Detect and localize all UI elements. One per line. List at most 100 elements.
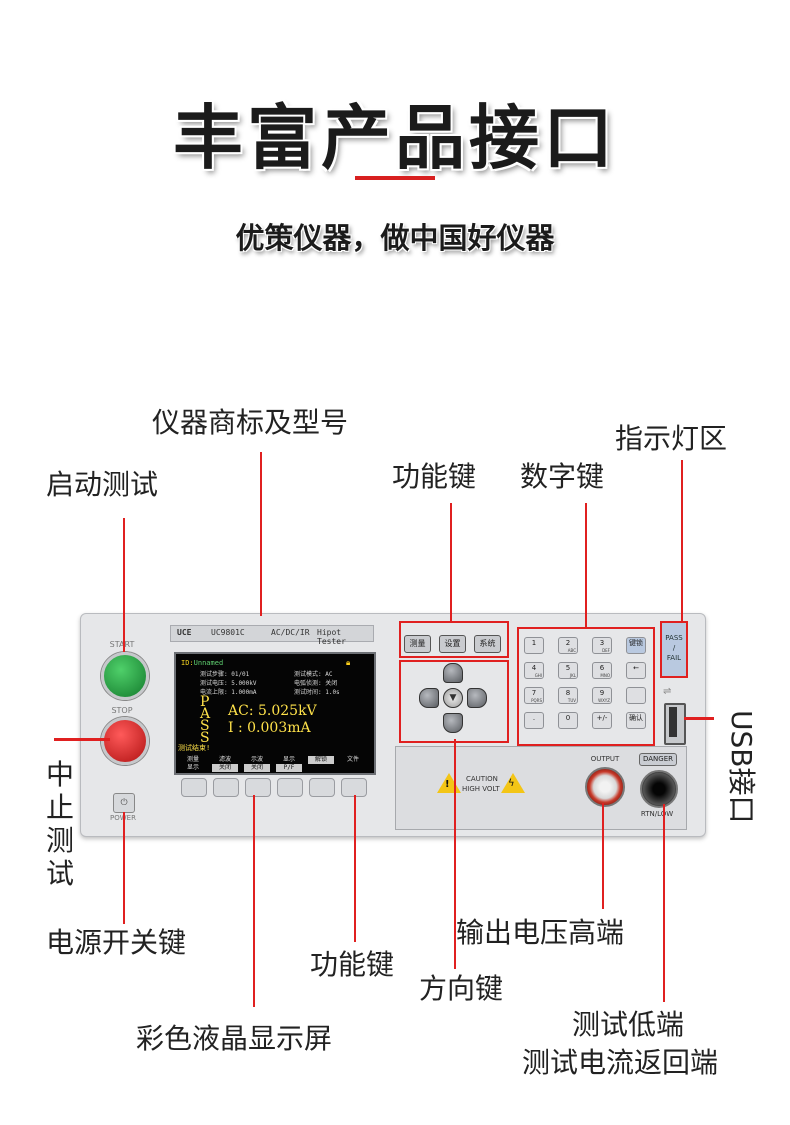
rtn-low-terminal[interactable] xyxy=(640,770,678,808)
line-lcd xyxy=(253,795,255,1007)
setup-key[interactable]: 设置 xyxy=(439,635,466,653)
lightning-icon: ϟ xyxy=(508,778,515,789)
lightning-triangle-icon xyxy=(501,773,525,793)
softkey-button-3[interactable] xyxy=(245,778,271,797)
start-label: START xyxy=(109,640,135,649)
enter-center-button[interactable]: ▼ xyxy=(443,688,463,708)
numeric-key-label: 5 xyxy=(565,664,571,672)
numeric-key-sublabel: DEF xyxy=(602,648,610,653)
line-start xyxy=(123,518,125,652)
fail-label: FAIL xyxy=(666,654,682,662)
product-name: Hipot Tester xyxy=(317,628,346,646)
title-divider xyxy=(355,176,435,180)
numeric-key-label: 3 xyxy=(599,639,605,647)
softkey-button-5[interactable] xyxy=(309,778,335,797)
softkey-button-2[interactable] xyxy=(213,778,239,797)
callout-stop-test: 中止测试 xyxy=(46,758,75,890)
numeric-key-label: +/- xyxy=(596,714,608,722)
callout-lcd-screen: 彩色液晶显示屏 xyxy=(136,1022,333,1055)
numeric-key-label: 9 xyxy=(599,689,605,697)
softkey-label-1: 测量显示 xyxy=(186,756,199,771)
callout-power-switch: 电源开关键 xyxy=(46,926,187,959)
pass-fail-slash: / xyxy=(672,644,676,652)
output-high-terminal[interactable] xyxy=(585,767,625,807)
numeric-key[interactable]: 1 xyxy=(524,637,544,654)
numeric-key-label: . xyxy=(532,714,536,722)
callout-output-high: 输出电压高端 xyxy=(456,916,625,949)
usb-port-slot xyxy=(669,707,677,737)
line-direction xyxy=(454,739,456,969)
arrow-down-button[interactable] xyxy=(443,713,463,733)
arrow-left-button[interactable] xyxy=(419,688,439,708)
callout-low-terminal-1: 测试低端 xyxy=(572,1008,685,1041)
screen-mode: 测试模式: AC xyxy=(294,671,333,678)
softkey-button-4[interactable] xyxy=(277,778,303,797)
power-label: POWER xyxy=(103,814,143,822)
screen-id: ID:Unnamed xyxy=(181,659,224,667)
numeric-key-label: 确认 xyxy=(629,714,643,722)
screen-test-time: 测试时间: 1.0s xyxy=(294,689,340,696)
numeric-key-label: 1 xyxy=(531,639,537,647)
numeric-keys-highlight xyxy=(517,627,655,746)
power-icon[interactable]: ⏻ xyxy=(113,793,135,813)
screen-voltage: 测试电压: 5.000kV xyxy=(200,680,257,687)
line-power xyxy=(123,812,125,924)
danger-label: DANGER xyxy=(639,753,677,766)
voltage-reading: AC: 5.025kV xyxy=(228,703,317,719)
usb-icon: ⇌ xyxy=(663,686,672,697)
callout-usb-port: USB接口 xyxy=(725,710,758,824)
arrow-right-button[interactable] xyxy=(467,688,487,708)
line-indicator xyxy=(681,460,683,621)
softkey-label-2: 滤波关闭 xyxy=(212,756,238,772)
start-button[interactable] xyxy=(101,652,149,700)
slogan: 优策仪器，做中国好仪器 xyxy=(235,221,555,255)
softkey-label-5: 解锁 xyxy=(308,756,334,764)
numeric-key-sublabel: GHI xyxy=(534,673,542,678)
callout-indicator-area: 指示灯区 xyxy=(615,422,728,455)
numeric-key[interactable] xyxy=(626,687,646,704)
numeric-key[interactable]: 0 xyxy=(558,712,578,729)
numeric-key-sublabel: WXYZ xyxy=(598,698,610,703)
measure-key[interactable]: 测量 xyxy=(404,635,431,653)
softkey-label-3: 示波关闭 xyxy=(244,756,270,772)
screen-arc: 电弧侦测: 关闭 xyxy=(294,680,338,687)
high-volt-text: HIGH VOLT xyxy=(462,785,500,793)
exclamation-icon: ! xyxy=(445,779,450,790)
line-numeric xyxy=(585,503,587,627)
callout-function-keys-top: 功能键 xyxy=(392,460,477,493)
numeric-key[interactable]: 确认 xyxy=(626,712,646,729)
numeric-key[interactable]: +/- xyxy=(592,712,612,729)
line-stop xyxy=(54,738,110,741)
numeric-key-sublabel: MNO xyxy=(600,673,610,678)
numeric-key-label: 4 xyxy=(531,664,537,672)
system-key[interactable]: 系统 xyxy=(474,635,501,653)
numeric-key-sublabel: TUV xyxy=(567,698,576,703)
numeric-key-sublabel: JKL xyxy=(569,673,576,678)
callout-function-keys-bottom: 功能键 xyxy=(310,948,395,981)
line-brand xyxy=(260,452,262,616)
numeric-key[interactable]: 键锁 xyxy=(626,637,646,654)
numeric-key[interactable]: ← xyxy=(626,662,646,679)
numeric-key[interactable]: . xyxy=(524,712,544,729)
stop-button[interactable] xyxy=(101,717,149,765)
line-output xyxy=(602,803,604,909)
numeric-key-label: 2 xyxy=(565,639,571,647)
line-function-top xyxy=(450,503,452,621)
numeric-key-label: ← xyxy=(633,664,639,672)
arrow-up-button[interactable] xyxy=(443,663,463,683)
numeric-key-label: 7 xyxy=(531,689,537,697)
stop-label: STOP xyxy=(111,706,133,715)
softkey-button-1[interactable] xyxy=(181,778,207,797)
mode-tag: AC/DC/IR xyxy=(271,628,310,637)
numeric-key-sublabel: PQRS xyxy=(531,698,542,703)
current-reading: I : 0.003mA xyxy=(228,720,311,736)
